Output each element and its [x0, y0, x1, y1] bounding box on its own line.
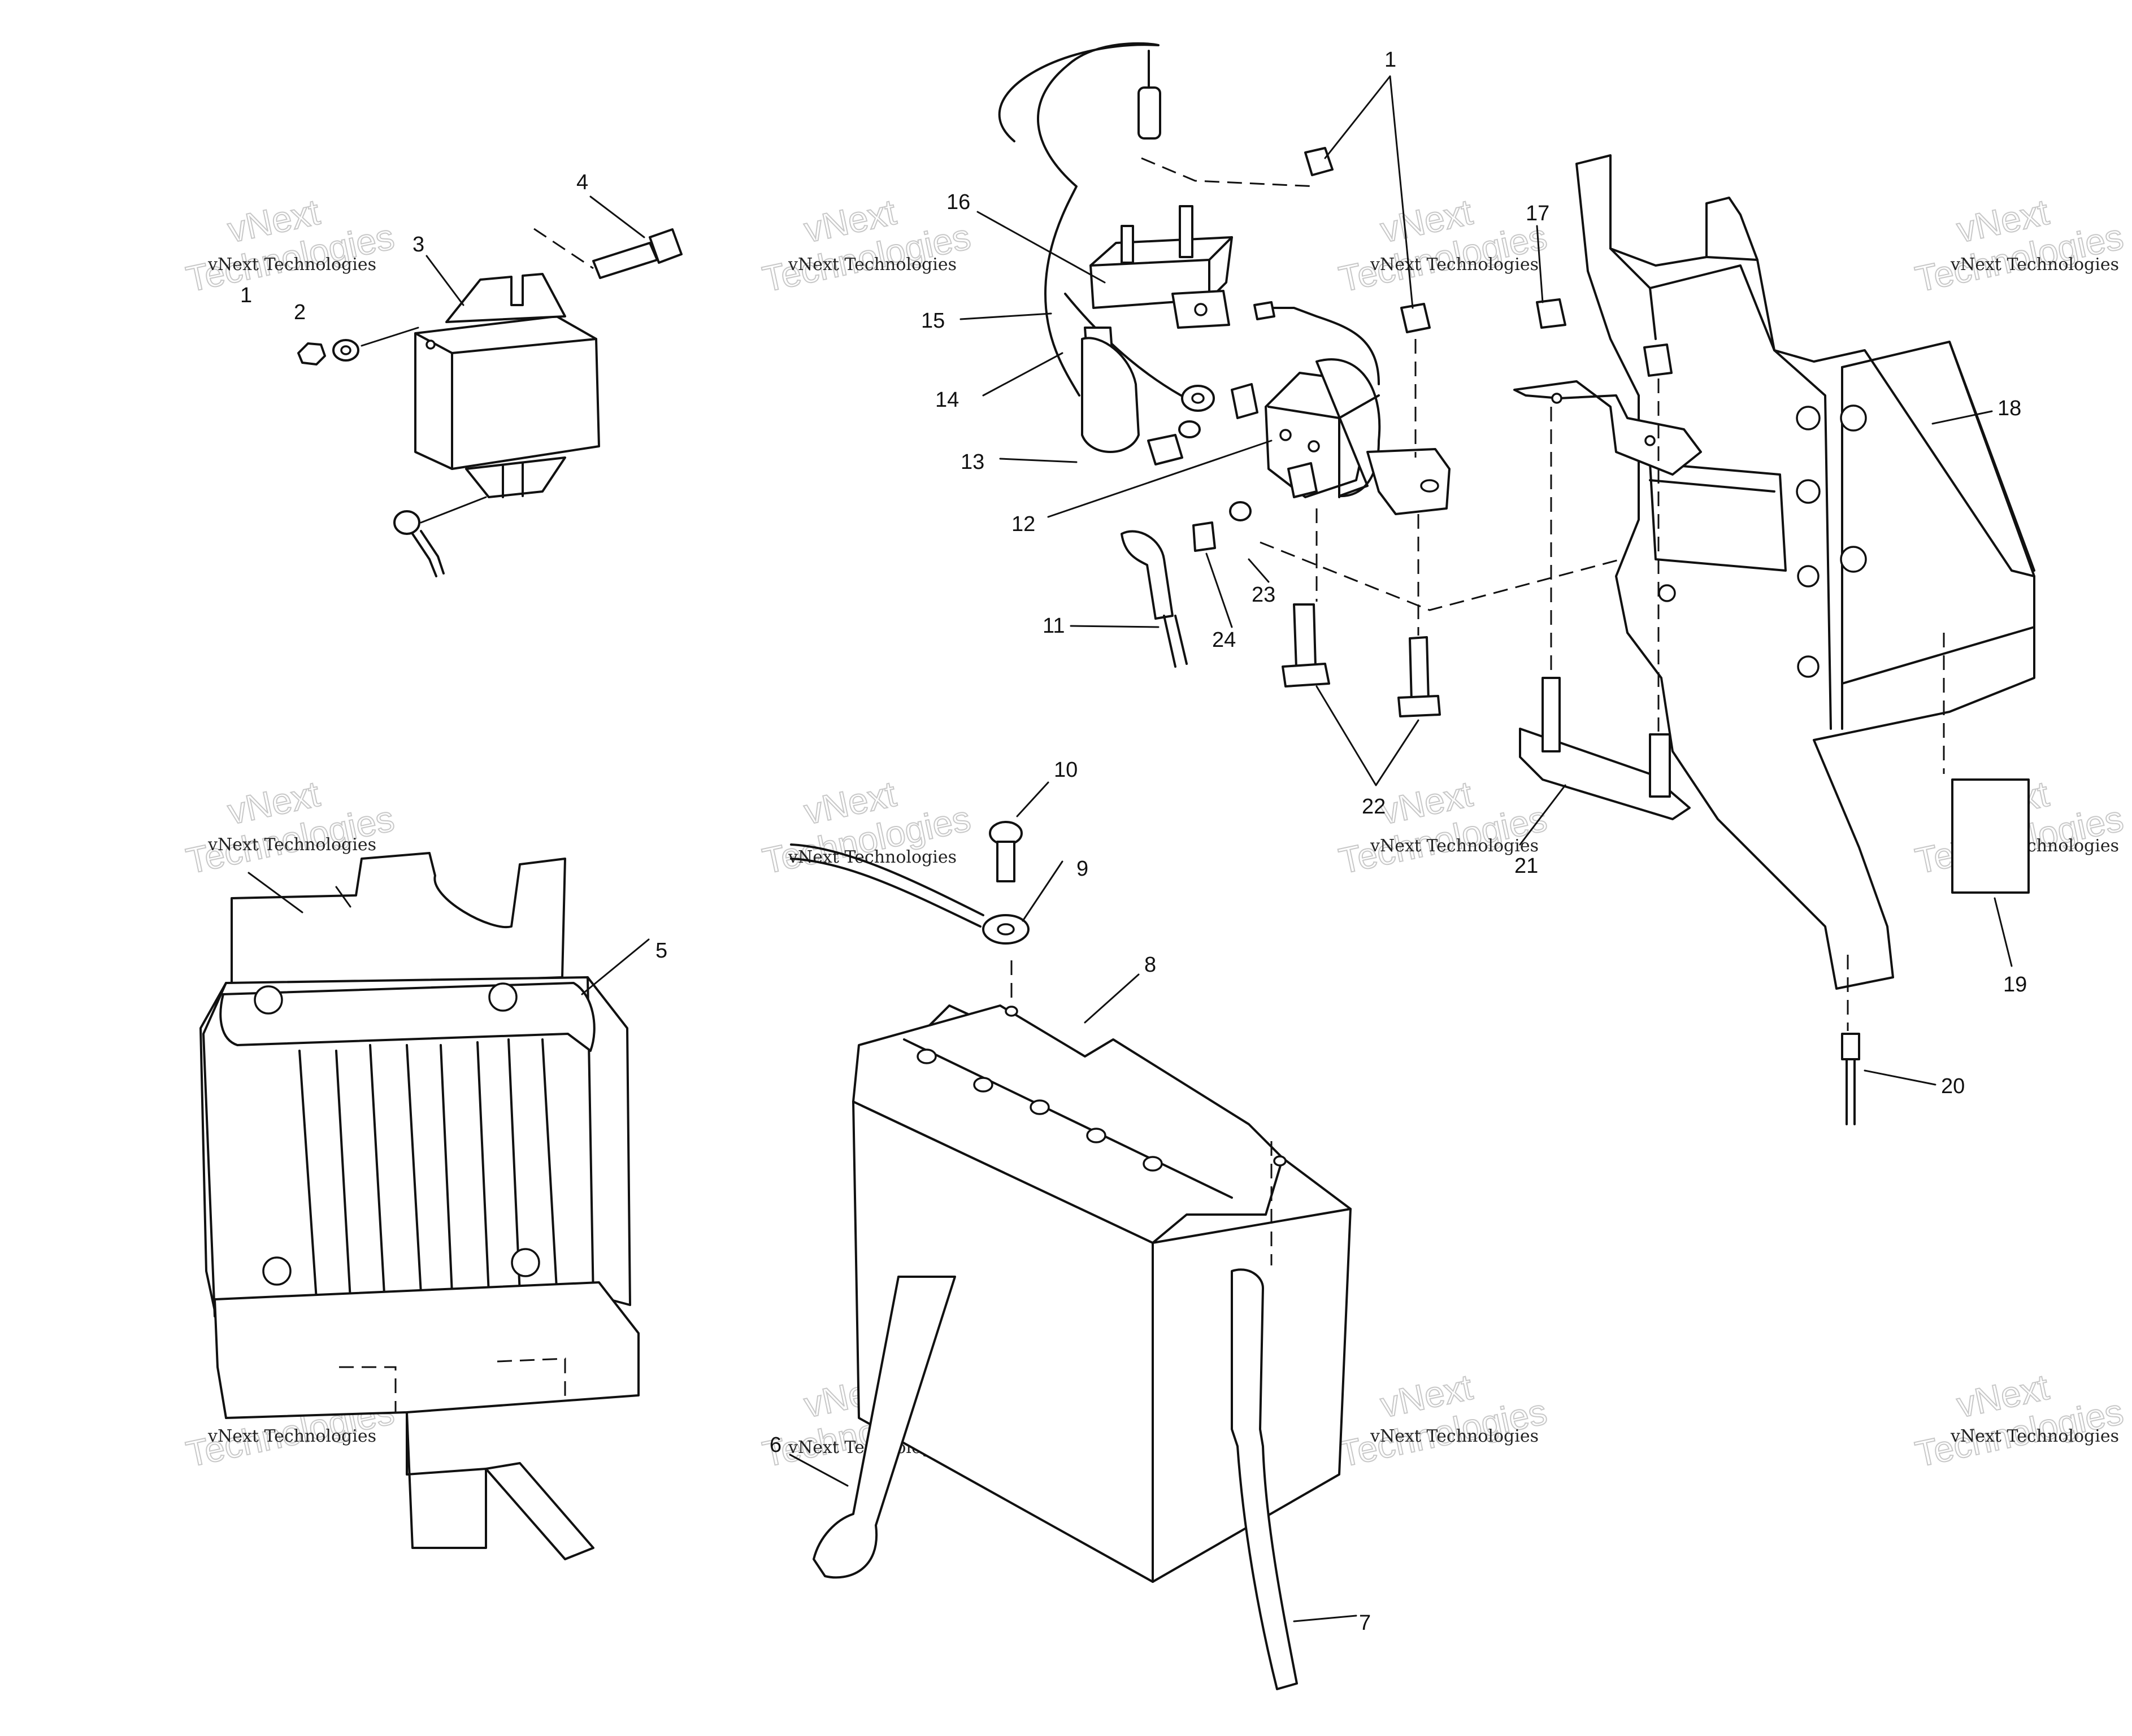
- watermark-3: Technologies vNext: [1335, 191, 1551, 301]
- callout-17: 17: [1526, 202, 1549, 225]
- watermark-label: vNext Technologies: [1370, 836, 1539, 856]
- callout-21: 21: [1514, 854, 1538, 878]
- watermark-12: Technologies vNext: [1911, 1366, 2127, 1476]
- watermark-1: Technologies vNext: [182, 191, 398, 301]
- callout-1-top: 1: [1384, 48, 1396, 72]
- mount-bracket: [1513, 154, 2035, 1125]
- watermark-4: Technologies vNext: [1911, 191, 2127, 301]
- watermark-label: vNext Technologies: [1370, 255, 1539, 275]
- leader-lines: [247, 195, 2013, 1622]
- callout-20: 20: [1941, 1074, 1965, 1098]
- callout-9: 9: [1076, 857, 1088, 881]
- watermark-label: vNext Technologies: [207, 835, 376, 855]
- callout-24: 24: [1212, 628, 1236, 652]
- callout-4: 4: [576, 171, 588, 194]
- watermark-label: vNext Technologies: [1370, 1426, 1539, 1446]
- battery-box: [199, 852, 640, 1560]
- callout-15: 15: [921, 309, 945, 333]
- callout-13: 13: [961, 450, 984, 474]
- callout-2: 2: [294, 301, 306, 324]
- callout-8: 8: [1144, 953, 1156, 977]
- watermark-2: Technologies vNext: [758, 191, 974, 301]
- callout-16: 16: [946, 190, 970, 214]
- callout-1-left: 1: [240, 284, 252, 307]
- callout-19: 19: [2003, 973, 2027, 997]
- watermark-label: vNext Technologies: [788, 255, 957, 275]
- watermark-label: vNext Technologies: [207, 255, 376, 275]
- module-assembly: [297, 228, 683, 577]
- callout-labels: 1 2 3 4 5 6 7 8 9 10 11 12 13 14 15 16 1…: [240, 48, 2027, 1635]
- callout-6: 6: [770, 1433, 781, 1457]
- callout-14: 14: [935, 388, 959, 412]
- watermark-label: vNext Technologies: [1950, 255, 2119, 275]
- callout-5: 5: [655, 939, 667, 963]
- callout-22: 22: [1362, 795, 1386, 819]
- callout-3: 3: [412, 233, 424, 256]
- callout-12: 12: [1011, 512, 1035, 536]
- watermark-label: vNext Technologies: [1950, 1426, 2119, 1446]
- callout-23: 23: [1252, 583, 1275, 607]
- callout-11: 11: [1043, 614, 1065, 638]
- watermark-label: vNext Technologies: [207, 1426, 376, 1446]
- solenoid-assembly: [998, 42, 1707, 717]
- callout-18: 18: [1998, 397, 2021, 420]
- battery: [790, 821, 1352, 1690]
- watermark-11: Technologies vNext: [1335, 1366, 1551, 1476]
- callout-10: 10: [1054, 758, 1078, 782]
- callout-7: 7: [1359, 1611, 1371, 1635]
